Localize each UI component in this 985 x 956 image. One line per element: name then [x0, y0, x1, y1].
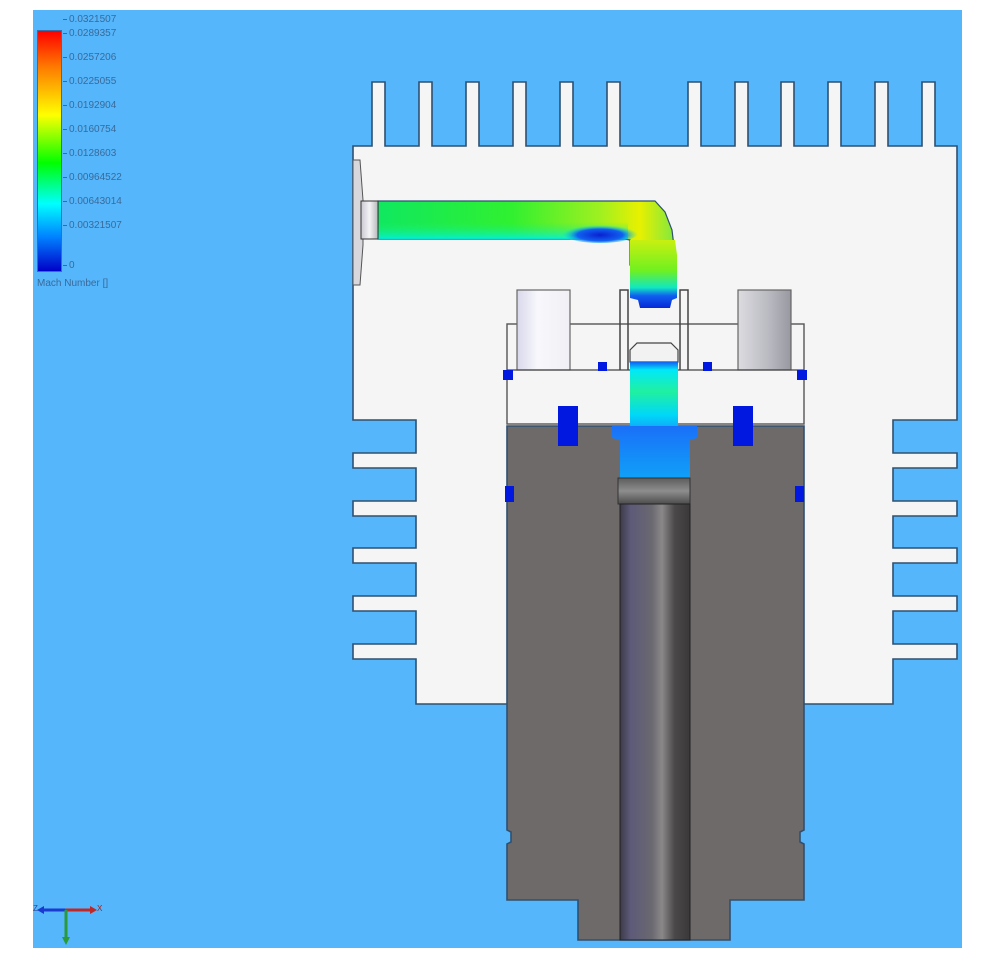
color-legend: 0.0321507 0.0289357 0.0257206 0.0225055 … — [37, 14, 197, 304]
triad-x-label: X — [97, 904, 103, 913]
legend-tick-label: 0.0128603 — [63, 148, 116, 159]
legend-tick-label: 0.0192904 — [63, 100, 116, 111]
thread-insert — [617, 477, 691, 505]
seal-markers — [503, 362, 807, 502]
legend-tick-label: 0.0289357 — [63, 28, 116, 39]
nozzle-housing — [619, 289, 689, 370]
bolt-right — [737, 289, 792, 371]
heatbreak-tube — [619, 503, 691, 941]
orientation-triad[interactable]: Z X — [33, 888, 113, 948]
legend-tick-label: 0 — [63, 260, 75, 271]
legend-tick-label: 0.00964522 — [63, 172, 122, 183]
cfd-viewport[interactable]: 0.0321507 0.0289357 0.0257206 0.0225055 … — [33, 10, 962, 948]
throat-flow — [630, 362, 678, 428]
air-duct-flow — [360, 200, 677, 308]
legend-tick-label: 0.00321507 — [63, 220, 122, 231]
inlet-fitting — [352, 159, 364, 286]
chamber-flow — [612, 426, 697, 478]
bolt-left — [516, 289, 571, 371]
legend-title: Mach Number [] — [37, 278, 109, 289]
legend-tick-label: 0.0160754 — [63, 124, 116, 135]
triad-z-label: Z — [33, 904, 38, 913]
axis-triad-icon — [37, 906, 97, 945]
legend-tick-label: 0.00643014 — [63, 196, 122, 207]
legend-color-bar — [37, 30, 62, 272]
legend-tick-label: 0.0225055 — [63, 76, 116, 87]
nozzle-tip-fitting — [629, 342, 679, 363]
cross-section-scene — [352, 81, 958, 941]
legend-tick-label: 0.0257206 — [63, 52, 116, 63]
legend-tick-label: 0.0321507 — [63, 14, 116, 25]
